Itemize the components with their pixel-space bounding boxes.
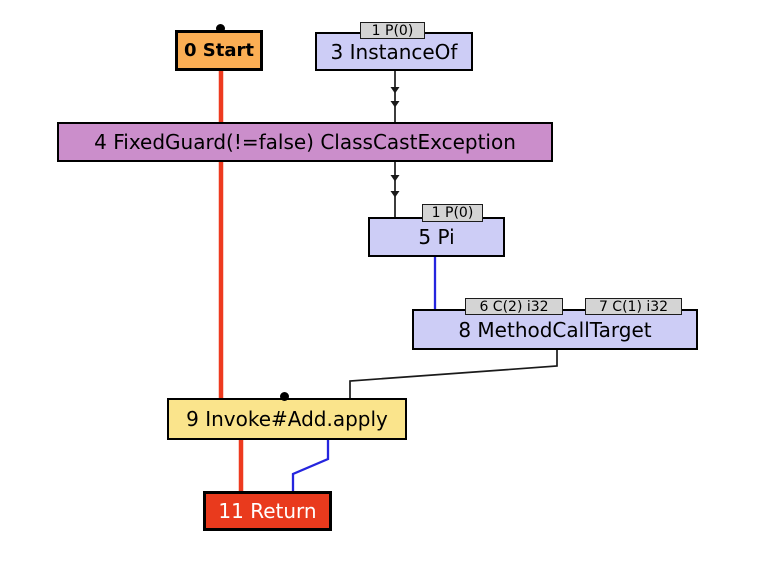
edge-methodcalltarget-to-invoke xyxy=(349,350,558,398)
input-slot-c2-on-methodcalltarget: 6 C(2) i32 xyxy=(465,298,563,315)
node-9-invoke[interactable]: 9 Invoke#Add.apply xyxy=(167,398,407,440)
edge-arrowhead xyxy=(390,191,400,198)
input-slot-p0-on-pi: 1 P(0) xyxy=(422,204,483,222)
node-0-start[interactable]: 0 Start xyxy=(175,30,263,71)
edge-arrowhead xyxy=(390,101,400,108)
node-8-methodcalltarget[interactable]: 8 MethodCallTarget xyxy=(412,309,698,350)
node-11-return[interactable]: 11 Return xyxy=(203,491,332,531)
node-5-pi[interactable]: 5 Pi xyxy=(368,217,505,257)
predecessor-dot-start xyxy=(216,24,225,33)
edge-arrowhead xyxy=(390,87,400,94)
predecessor-dot-invoke xyxy=(280,392,289,401)
edge-data-invoke-to-return xyxy=(291,440,330,491)
input-slot-p0-on-instanceof: 1 P(0) xyxy=(360,22,425,39)
edge-arrowhead xyxy=(390,175,400,182)
input-slot-c1-on-methodcalltarget: 7 C(1) i32 xyxy=(585,298,682,315)
node-4-fixedguard[interactable]: 4 FixedGuard(!=false) ClassCastException xyxy=(57,122,553,162)
